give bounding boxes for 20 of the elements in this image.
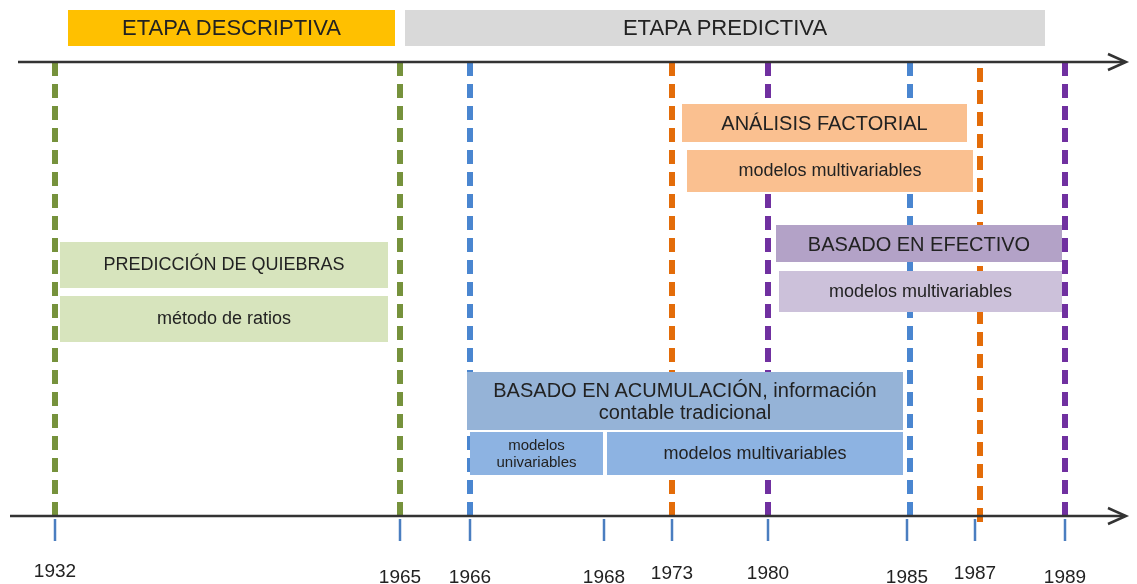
method-box: modelos multivariables xyxy=(607,432,903,475)
stage-band: ETAPA PREDICTIVA xyxy=(405,10,1045,46)
year-label: 1966 xyxy=(447,566,493,584)
method-box: método de ratios xyxy=(60,296,388,342)
category-box: BASADO EN EFECTIVO xyxy=(776,225,1062,262)
method-box: modelos univariables xyxy=(470,432,603,475)
year-label: 1987 xyxy=(952,562,998,584)
year-label: 1968 xyxy=(581,566,627,584)
category-box: BASADO EN ACUMULACIÓN, información contable tradicional xyxy=(467,372,903,430)
method-box: modelos multivariables xyxy=(687,150,973,192)
category-box: ANÁLISIS FACTORIAL xyxy=(682,104,967,142)
year-label: 1980 xyxy=(745,562,791,584)
year-label: 1973 xyxy=(649,562,695,584)
year-label: 1989 xyxy=(1042,566,1088,584)
category-box: PREDICCIÓN DE QUIEBRAS xyxy=(60,242,388,288)
stage-band: ETAPA DESCRIPTIVA xyxy=(68,10,395,46)
year-label: 1965 xyxy=(377,566,423,584)
method-box: modelos multivariables xyxy=(779,271,1062,312)
year-label: 1932 xyxy=(32,560,78,582)
year-label: 1985 xyxy=(884,566,930,584)
